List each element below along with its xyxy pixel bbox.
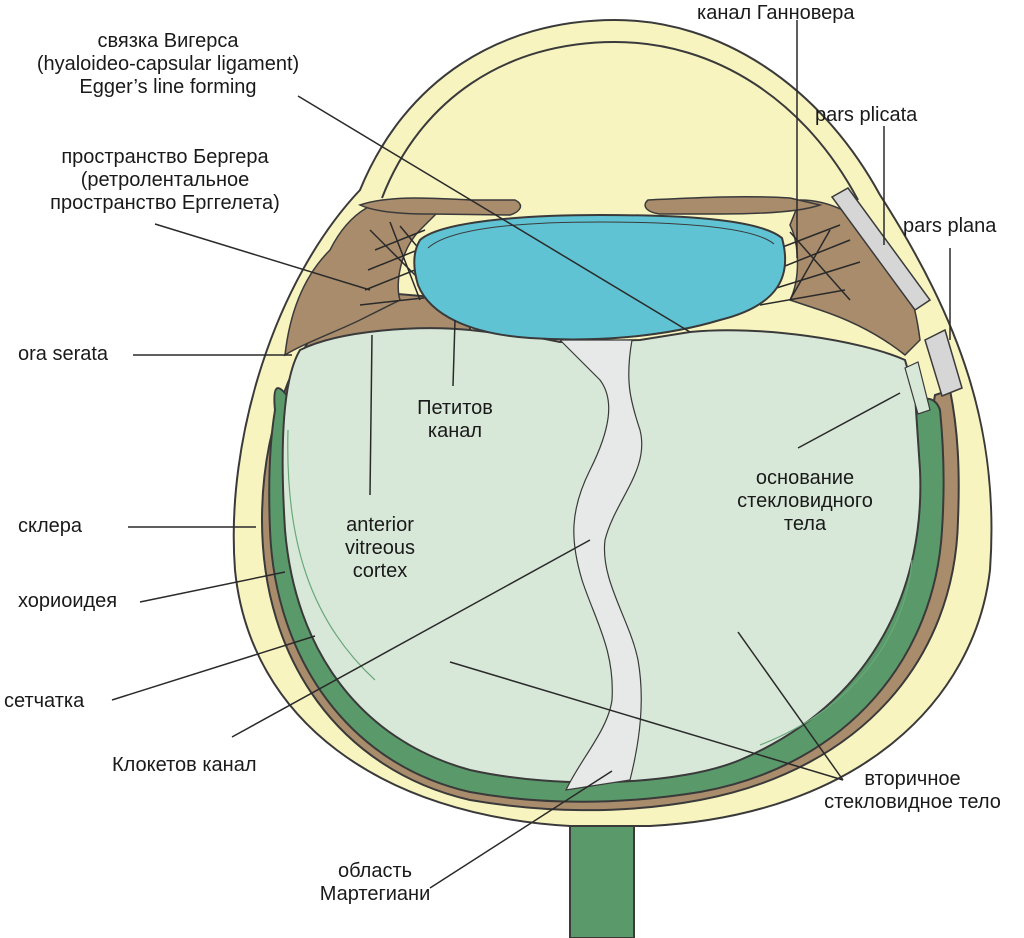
pars-plicata-band xyxy=(830,187,932,312)
label-line: Мартегиани xyxy=(319,883,431,905)
label-retina: сетчатка xyxy=(4,690,85,712)
label-line: (ретролентальное xyxy=(80,169,250,191)
label-line: Egger’s line forming xyxy=(79,76,257,98)
label-line: связка Вигерса xyxy=(97,30,239,52)
label-pars-plicata: pars plicata xyxy=(815,104,918,126)
label-line: канал xyxy=(427,420,483,442)
label-line: anterior xyxy=(346,514,414,536)
pars-plana-band xyxy=(924,328,963,397)
label-vitreous-base: основание стекловидного тела xyxy=(710,467,900,536)
label-line: область xyxy=(337,860,413,882)
lens-capsule-line xyxy=(427,221,775,249)
label-hannover-canal: канал Ганновера xyxy=(697,2,855,24)
label-line: cortex xyxy=(352,560,408,582)
iris-left xyxy=(357,197,522,216)
label-line: основание xyxy=(755,467,855,489)
label-line: Петитов xyxy=(417,397,493,419)
label-martegiani-area: область Мартегиани xyxy=(310,860,440,906)
label-ora-serata: ora serata xyxy=(18,343,109,365)
label-line: vitreous xyxy=(344,537,416,559)
label-choroid: хориоидея xyxy=(18,590,118,612)
label-line: тела xyxy=(783,513,827,535)
inner-arc-left xyxy=(287,429,376,681)
leader-lines xyxy=(111,20,951,889)
label-line: пространство Бергера xyxy=(61,146,269,168)
label-pars-plana: pars plana xyxy=(903,215,997,237)
label-sclera: склера xyxy=(18,515,83,537)
vitreous-base-tab xyxy=(904,361,931,415)
label-petit-canal: Петитов канал xyxy=(405,397,505,443)
label-berger-space: пространство Бергера (ретролентальное пр… xyxy=(20,146,310,215)
label-wieger-ligament: связка Вигерса (hyaloideo-capsular ligam… xyxy=(8,30,328,99)
label-line: пространство Ерггелета) xyxy=(50,192,280,214)
label-secondary-vitreous: вторичное стекловидное тело xyxy=(805,768,1020,814)
label-line: стекловидного xyxy=(737,490,873,512)
cloquet-canal xyxy=(558,339,643,791)
label-line: (hyaloideo-capsular ligament) xyxy=(36,53,300,75)
label-line: стекловидное тело xyxy=(824,791,1001,813)
iris-right xyxy=(644,195,823,215)
label-cloquet-canal: Клокетов канал xyxy=(112,754,257,776)
label-anterior-vitreous-cortex: anterior vitreous cortex xyxy=(325,514,435,583)
inner-arc-right xyxy=(759,559,913,746)
label-line: вторичное xyxy=(864,768,961,790)
